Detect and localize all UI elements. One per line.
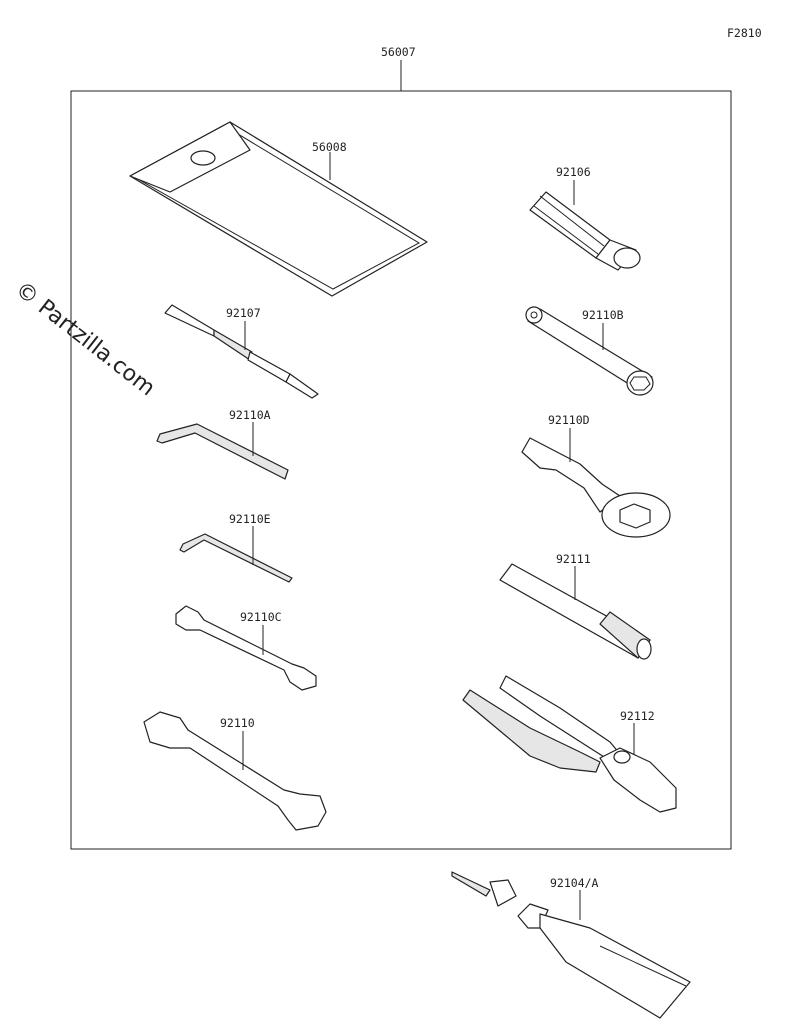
watermark: © Partzilla.com [10, 277, 159, 401]
handle-bar-icon [499, 563, 652, 660]
label-92110A: 92110A [229, 408, 271, 422]
label-92110D: 92110D [548, 413, 590, 427]
label-92106: 92106 [556, 165, 591, 179]
socket-icon [529, 191, 641, 271]
label-56008: 56008 [312, 140, 347, 154]
hex-key-large-icon [156, 423, 289, 480]
label-92107: 92107 [226, 306, 261, 320]
label-92110C: 92110C [240, 610, 282, 624]
tool-bag-icon [129, 121, 428, 297]
label-56007: 56007 [381, 45, 416, 59]
pliers-icon [462, 675, 677, 813]
label-92112: 92112 [620, 709, 655, 723]
label-92111: 92111 [556, 552, 591, 566]
box-wrench-icon [525, 306, 654, 396]
label-92104A: 92104/A [550, 876, 599, 890]
label-92110E: 92110E [229, 512, 271, 526]
screwdriver-bit-icon [164, 304, 319, 399]
label-92110: 92110 [220, 716, 255, 730]
label-92110B: 92110B [582, 308, 624, 322]
hex-key-small-icon [179, 533, 293, 583]
open-end-wrench-small-icon [175, 605, 317, 691]
open-end-wrench-large-icon [143, 711, 327, 831]
grease-tube-icon [451, 871, 691, 1019]
figure-code: F2810 [727, 26, 762, 40]
offset-wrench-icon [521, 437, 671, 538]
